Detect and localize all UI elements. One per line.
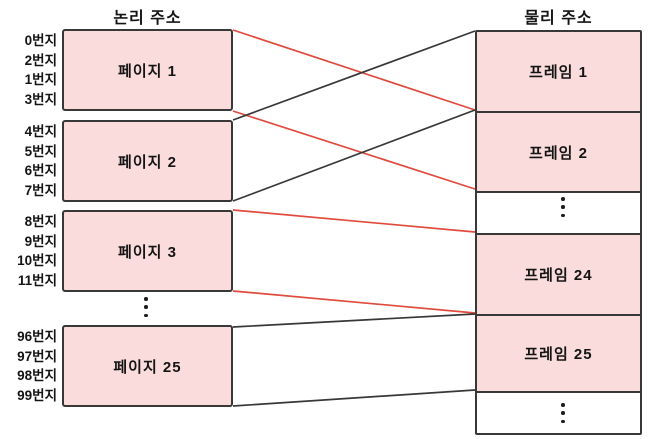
frame-box-25: 프레임 25	[477, 314, 640, 391]
line-page25-bottom-to-frame25-bottom	[232, 389, 476, 407]
page-label: 페이지 1	[118, 62, 177, 80]
address-label: 1번지	[24, 72, 57, 88]
frame-label: 프레임 24	[524, 267, 593, 284]
page-box-1: 페이지 1	[62, 29, 233, 111]
frame-box-2: 프레임 2	[477, 111, 640, 191]
page-box-2: 페이지 2	[62, 120, 233, 202]
address-label: 96번지	[17, 329, 57, 344]
address-label: 9번지	[24, 233, 57, 249]
address-label: 11번지	[17, 272, 57, 288]
address-label: 7번지	[24, 182, 57, 198]
line-page1-top-to-frame2-top	[232, 29, 476, 111]
address-label: 2번지	[24, 52, 57, 68]
frame-box-24: 프레임 24	[477, 233, 640, 314]
vertical-ellipsis-icon	[560, 403, 566, 423]
page-label: 페이지 2	[118, 153, 177, 171]
address-group-page25: 96번지 97번지 98번지 99번지	[0, 329, 57, 403]
address-label: 0번지	[24, 33, 57, 48]
line-page2-top-to-frame1-top	[232, 30, 476, 121]
line-page3-top-to-frame24-top	[232, 209, 476, 233]
address-label: 98번지	[17, 368, 57, 384]
address-label: 10번지	[17, 253, 57, 269]
address-label: 97번지	[17, 348, 57, 364]
page-box-3: 페이지 3	[62, 210, 233, 292]
logical-address-title: 논리 주소	[113, 10, 182, 27]
address-label: 8번지	[24, 214, 57, 229]
address-group-page1: 0번지 2번지 1번지 3번지	[0, 33, 57, 107]
address-label: 99번지	[17, 387, 57, 403]
frame-label: 프레임 1	[529, 64, 588, 81]
line-page2-bottom-to-frame1-bottom	[232, 109, 476, 202]
page-label: 페이지 25	[113, 358, 182, 376]
line-page25-top-to-frame25-top	[232, 313, 476, 328]
frame-gap	[477, 391, 640, 433]
physical-address-title: 물리 주소	[524, 10, 593, 27]
address-label: 6번지	[24, 163, 57, 179]
line-page3-bottom-to-frame24-bottom	[232, 290, 476, 314]
frame-box-1: 프레임 1	[477, 32, 640, 111]
line-page1-bottom-to-frame2-bottom	[232, 110, 476, 190]
frame-label: 프레임 2	[529, 144, 588, 162]
address-group-page2: 4번지 5번지 6번지 7번지	[0, 124, 57, 198]
address-group-page3: 8번지 9번지 10번지 11번지	[0, 214, 57, 288]
address-label: 5번지	[24, 143, 57, 159]
frame-gap	[477, 191, 640, 233]
address-label: 3번지	[24, 91, 57, 107]
address-label: 4번지	[24, 124, 57, 139]
page-box-25: 페이지 25	[62, 325, 233, 407]
frame-label: 프레임 25	[524, 346, 593, 363]
physical-memory-column: 프레임 1 프레임 2 프레임 24 프레임 25	[475, 30, 642, 435]
page-label: 페이지 3	[118, 243, 177, 261]
vertical-ellipsis-icon	[143, 297, 149, 317]
vertical-ellipsis-icon	[560, 197, 566, 217]
